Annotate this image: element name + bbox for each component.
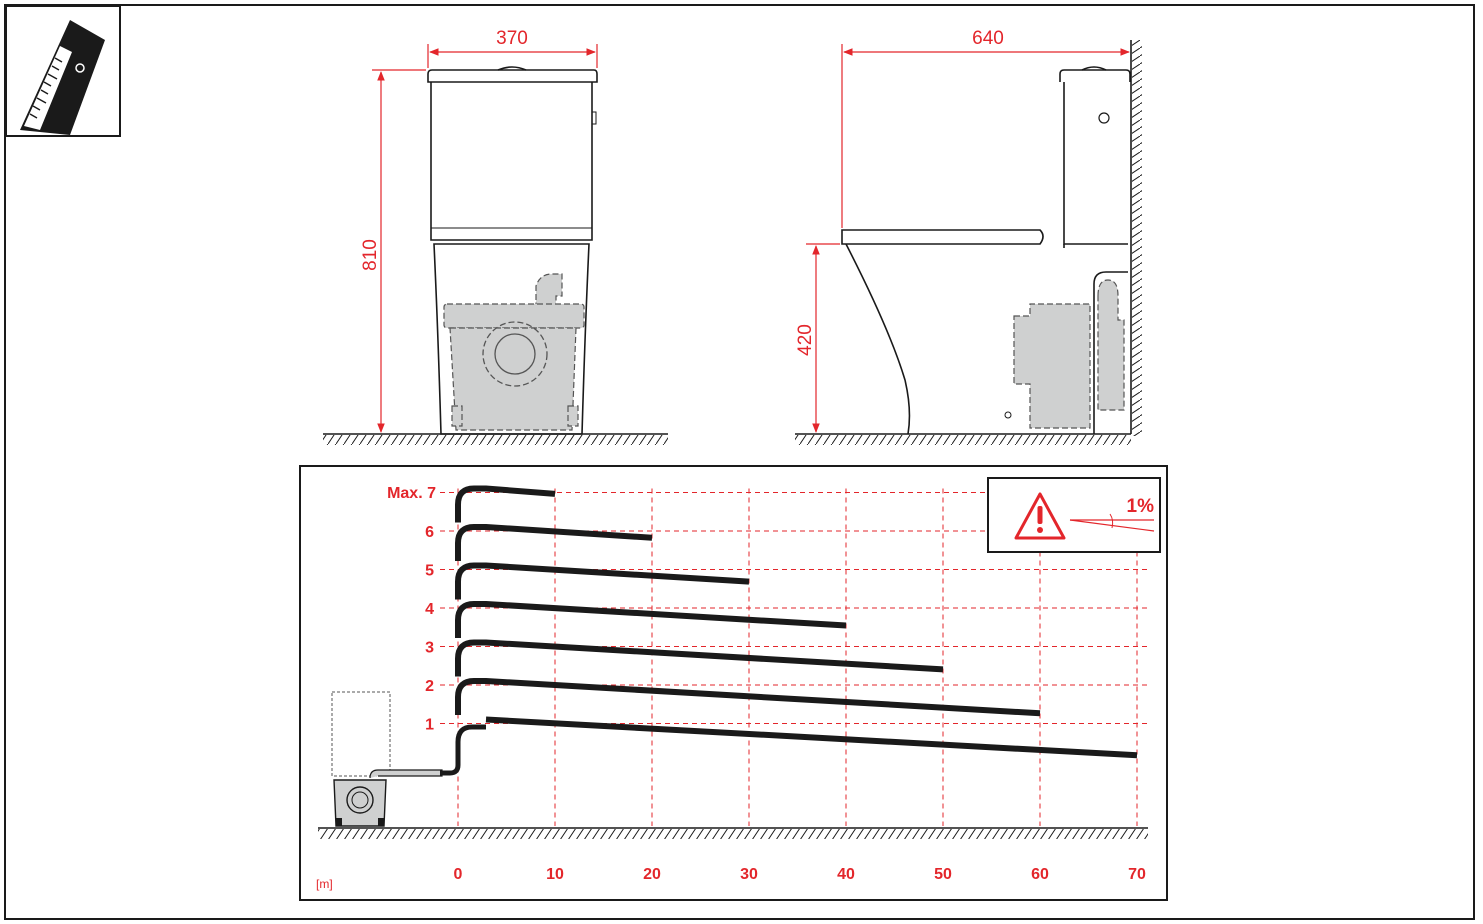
y-tick-label: 1 [425, 717, 434, 734]
x-tick-label: 50 [934, 866, 952, 883]
pipe-run-7 [455, 485, 556, 523]
slope-warning-box: 1% [987, 477, 1161, 553]
x-tick-label: 0 [454, 866, 463, 883]
pump-unit-side [1013, 279, 1125, 429]
front-view: 370 810 [323, 28, 668, 445]
x-tick-label: 40 [837, 866, 855, 883]
pipe-run-5 [455, 562, 750, 600]
x-tick-label: 60 [1031, 866, 1049, 883]
side-view: 640 420 [795, 28, 1142, 445]
depth-dimension-label: 640 [972, 28, 1004, 49]
ruler-icon [5, 5, 121, 137]
y-tick-label: 3 [425, 640, 434, 657]
discharge-chart: Max. 7 1 2 3 4 5 6 0 10 20 30 40 50 60 70 [m] [299, 465, 1168, 901]
pipe-run-1 [485, 716, 1138, 759]
warning-triangle-icon [1014, 492, 1066, 540]
x-tick-label: 70 [1128, 866, 1146, 883]
y-axis-labels: Max. 7 1 2 3 4 5 6 [387, 485, 436, 734]
page-frame [4, 4, 1475, 920]
discharge-pipes [455, 485, 1138, 759]
pipe-run-4 [455, 601, 847, 638]
x-tick-label: 30 [740, 866, 758, 883]
pump-unit-front [443, 273, 585, 431]
pipe-run-3 [455, 639, 944, 677]
height-dimension-label: 810 [360, 239, 381, 271]
width-dimension-label: 370 [496, 28, 528, 49]
y-tick-label: 4 [425, 601, 434, 618]
pipe-run-6 [455, 524, 653, 561]
x-tick-label: 10 [546, 866, 564, 883]
slope-label: 1% [1127, 496, 1155, 517]
y-tick-label: 2 [425, 678, 434, 695]
pump-device-icon [331, 691, 443, 827]
chart-grid [440, 488, 1147, 826]
y-tick-label: 5 [425, 563, 434, 580]
x-unit-label: [m] [316, 877, 333, 891]
pump-connection-pipe [440, 724, 486, 776]
y-tick-label: 6 [425, 524, 434, 541]
x-tick-label: 20 [643, 866, 661, 883]
slope-angle-icon [1069, 513, 1155, 532]
y-max-label: Max. 7 [387, 485, 436, 502]
seat-height-dimension-label: 420 [795, 324, 816, 356]
pipe-run-2 [455, 678, 1041, 717]
x-axis-labels: 0 10 20 30 40 50 60 70 [454, 866, 1146, 883]
